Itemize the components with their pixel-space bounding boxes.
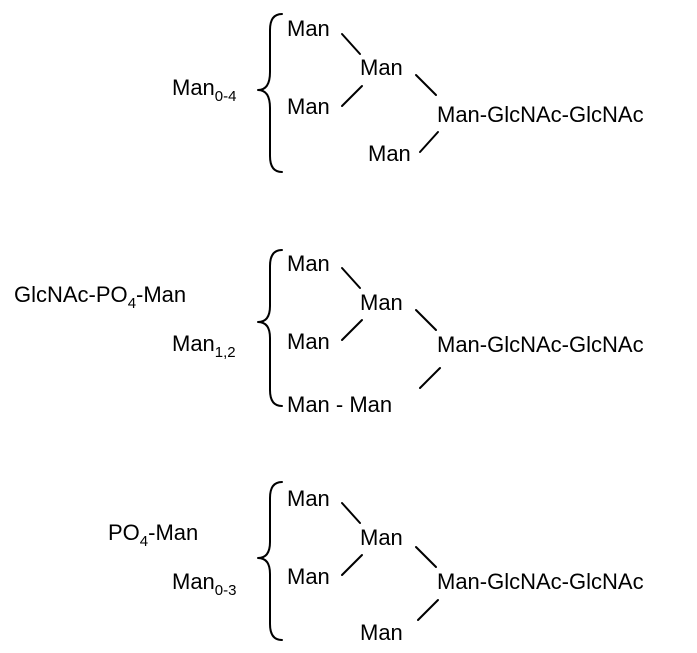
structure-3-branch-man: Man — [287, 564, 330, 589]
structure-1-bond-outer — [341, 33, 361, 55]
structure-3-prefix-line-1: PO4-Man — [108, 520, 198, 550]
structure-2-brace — [257, 249, 283, 407]
structure-3: PO4-Man Man0-3 Man Man Man Man Man-GlcNA… — [108, 481, 644, 645]
structure-1: Man0-4 Man Man Man Man Man-GlcNAc-GlcNAc — [172, 13, 644, 173]
structure-2-inner-man: Man — [360, 290, 403, 315]
structure-1-brace — [257, 13, 283, 173]
structure-3-outer-man: Man — [287, 486, 330, 511]
structure-3-prefix-line-2: Man0-3 — [172, 569, 236, 599]
structure-3-bond-inner — [415, 546, 437, 568]
structure-2-prefix-line-2: Man1,2 — [172, 331, 236, 361]
structure-2-branch-man: Man — [287, 329, 330, 354]
structure-1-bond-branch — [341, 85, 363, 107]
structure-3-bond-outer — [341, 502, 361, 524]
structure-1-lower-residue: Man — [368, 141, 411, 166]
structure-2-bond-inner — [415, 309, 437, 331]
structure-1-prefix-line-1: Man0-4 — [172, 75, 236, 105]
structure-3-bond-lower — [417, 599, 439, 621]
structure-2-core: Man-GlcNAc-GlcNAc — [437, 332, 644, 357]
structure-2-bond-outer — [341, 267, 361, 289]
structure-1-outer-man: Man — [287, 16, 330, 41]
structure-3-lower-residue: Man — [360, 620, 403, 645]
structure-3-bond-branch — [341, 554, 363, 576]
structure-2: GlcNAc-PO4-Man Man1,2 Man Man Man Man - … — [14, 249, 644, 417]
structure-2-outer-man: Man — [287, 251, 330, 276]
structure-1-branch-man: Man — [287, 94, 330, 119]
structure-1-core: Man-GlcNAc-GlcNAc — [437, 102, 644, 127]
structure-1-bond-inner — [415, 74, 437, 96]
structure-1-bond-lower — [419, 131, 439, 153]
structure-2-bond-lower — [419, 367, 441, 389]
structure-2-prefix-line-1: GlcNAc-PO4-Man — [14, 282, 186, 312]
structure-3-brace — [257, 481, 283, 641]
structure-3-inner-man: Man — [360, 525, 403, 550]
structure-1-inner-man: Man — [360, 55, 403, 80]
structure-3-core: Man-GlcNAc-GlcNAc — [437, 569, 644, 594]
structure-2-bond-branch — [341, 319, 363, 341]
structure-2-lower-residue: Man - Man — [287, 392, 392, 417]
